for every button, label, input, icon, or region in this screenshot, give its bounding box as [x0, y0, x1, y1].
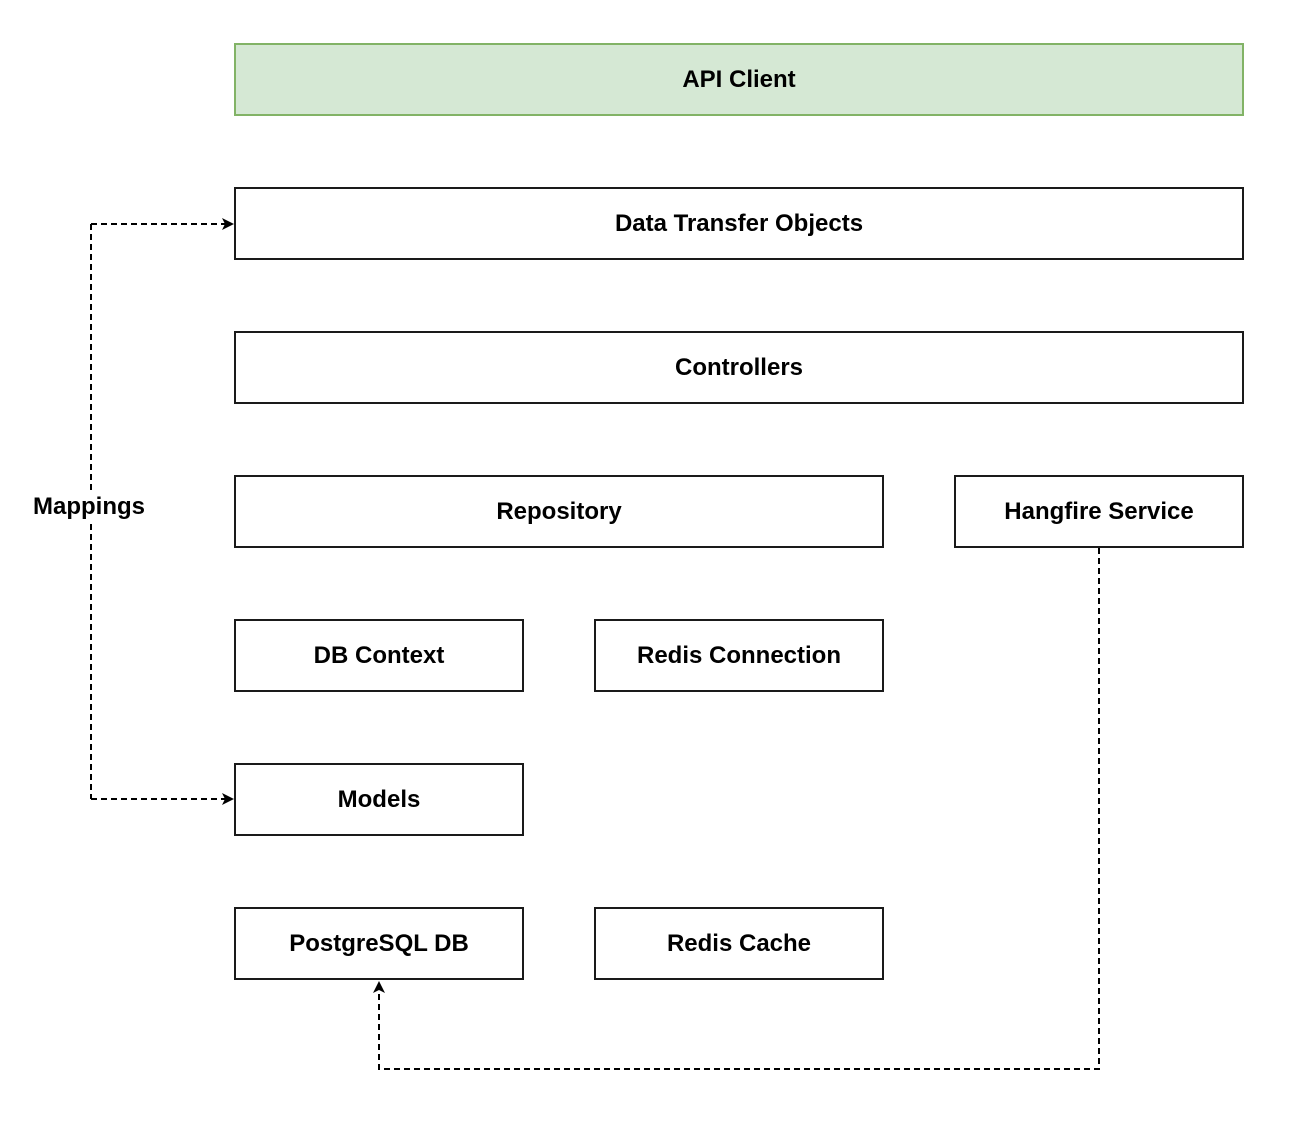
redis-connection-node: Redis Connection [594, 619, 884, 692]
mappings-label: Mappings [32, 493, 146, 521]
models-node: Models [234, 763, 524, 836]
api-client-node: API Client [234, 43, 1244, 116]
data-transfer-objects-node: Data Transfer Objects [234, 187, 1244, 260]
hangfire-service-node: Hangfire Service [954, 475, 1244, 548]
hangfire-to-postgres-connector [373, 548, 1100, 1070]
redis-cache-node: Redis Cache [594, 907, 884, 980]
repository-node: Repository [234, 475, 884, 548]
postgresql-db-node: PostgreSQL DB [234, 907, 524, 980]
db-context-node: DB Context [234, 619, 524, 692]
controllers-node: Controllers [234, 331, 1244, 404]
